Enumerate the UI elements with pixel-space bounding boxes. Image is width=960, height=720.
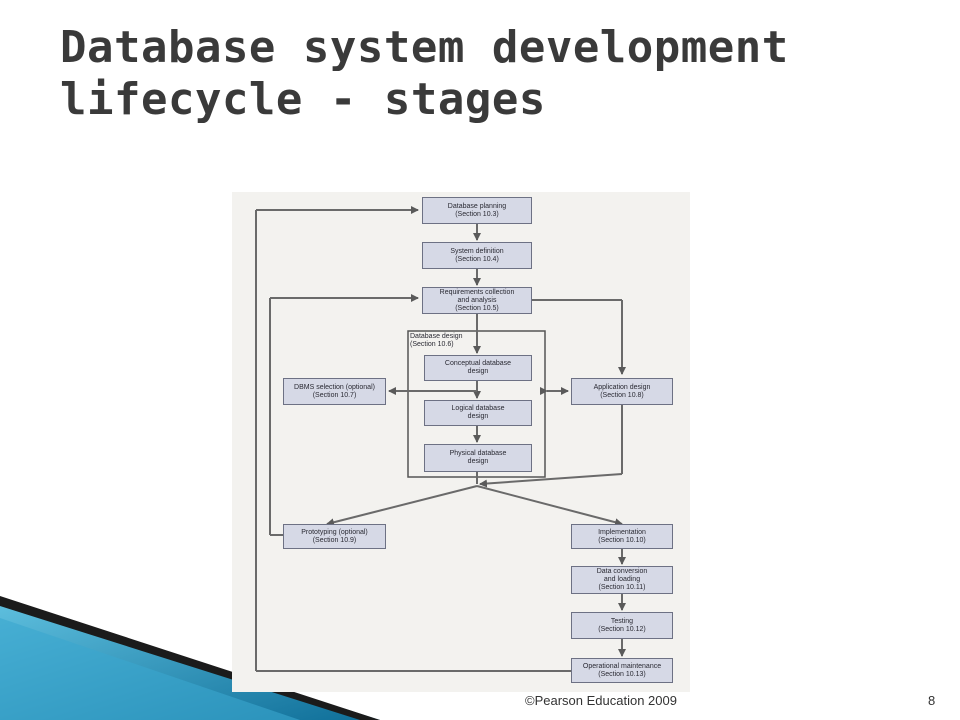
slide-title: Database system development lifecycle - … [60, 22, 920, 126]
label: Prototyping (optional) [301, 528, 368, 536]
box-prototyping: Prototyping (optional)(Section 10.9) [283, 524, 386, 549]
label: Conceptual database [444, 360, 512, 367]
label: Operational maintenance [582, 662, 662, 670]
label: DBMS selection (optional) [294, 383, 375, 391]
label: (Section 10.11) [598, 584, 646, 591]
label: Requirements collection [439, 288, 515, 296]
title-line-1: Database system development [60, 22, 789, 73]
label: design [467, 413, 489, 420]
label: Application design [593, 383, 651, 391]
label: design [467, 368, 489, 375]
label: (Section 10.7) [312, 391, 357, 399]
label: (Section 10.5) [455, 304, 499, 312]
label: Database planning [447, 202, 507, 210]
label: and loading [603, 576, 641, 583]
footer-copyright: ©Pearson Education 2009 [525, 693, 677, 708]
box-system-definition: System definition(Section 10.4) [422, 242, 532, 269]
label: design [467, 458, 489, 465]
page-number: 8 [928, 693, 936, 708]
box-application-design: Application design(Section 10.8) [571, 378, 673, 405]
label: Data conversion [596, 568, 648, 575]
label: Implementation [598, 528, 646, 536]
box-database-planning: Database planning(Section 10.3) [422, 197, 532, 224]
label: System definition [450, 247, 504, 255]
title-line-2: lifecycle - stages [60, 74, 546, 125]
label: (Section 10.3) [455, 210, 499, 218]
box-operational-maintenance: Operational maintenance(Section 10.13) [571, 658, 673, 683]
label: (Section 10.13) [598, 670, 646, 678]
label: (Section 10.9) [312, 536, 357, 544]
database-design-group-label: Database design (Section 10.6) [410, 333, 463, 349]
box-implementation: Implementation(Section 10.10) [571, 524, 673, 549]
lifecycle-diagram: Database planning(Section 10.3) System d… [232, 192, 690, 692]
label: (Section 10.4) [455, 255, 499, 263]
label: (Section 10.12) [598, 625, 646, 633]
box-testing: Testing(Section 10.12) [571, 612, 673, 639]
label: Database design [410, 333, 463, 340]
label: and analysis [457, 296, 497, 304]
label: Physical database [449, 450, 507, 457]
box-dbms-selection: DBMS selection (optional)(Section 10.7) [283, 378, 386, 405]
label: (Section 10.8) [600, 391, 644, 399]
label: (Section 10.6) [410, 341, 454, 348]
diagram-connectors [255, 206, 626, 672]
label: (Section 10.10) [598, 536, 646, 544]
label: Testing [610, 617, 634, 625]
label: Logical database [451, 405, 505, 412]
